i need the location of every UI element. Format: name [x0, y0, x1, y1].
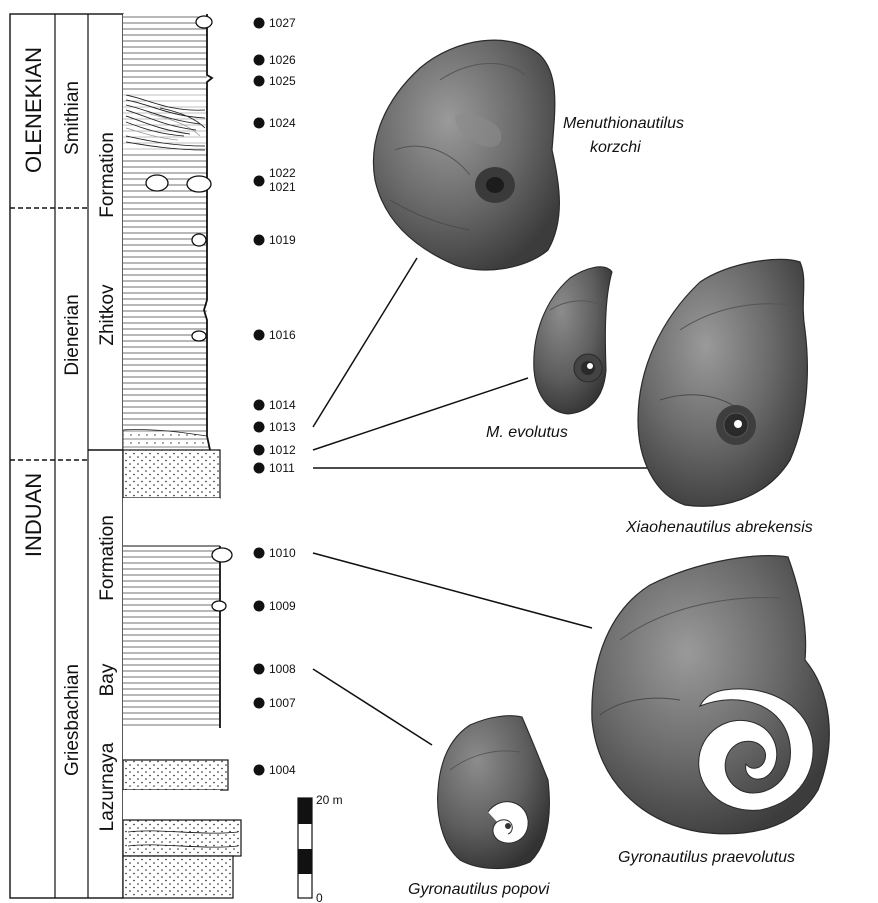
stage-label-olenekian: OLENEKIAN: [21, 47, 46, 173]
substage-label-smithian: Smithian: [62, 81, 83, 155]
formation-word-lazurnaya-bay: Bay: [97, 663, 118, 696]
species-label-menuthionautilus: Menuthionautilus: [563, 115, 684, 132]
lithologic-column: [123, 14, 241, 898]
bed-label: 1022: [269, 166, 296, 180]
bed-1012: 1012: [254, 443, 297, 457]
bed-label: 1013: [269, 420, 296, 434]
bed-label: 1026: [269, 53, 296, 67]
scale-bar: 20 m 0: [298, 793, 343, 903]
bed-1025: 1025: [254, 74, 297, 88]
bed-label: 1019: [269, 233, 296, 247]
bed-1004: 1004: [254, 763, 297, 777]
species-label-gyronautilus-praevolutus: Gyronautilus praevolutus: [618, 849, 795, 866]
bed-1024: 1024: [254, 116, 297, 130]
bed-label: 1016: [269, 328, 296, 342]
bed-1008: 1008: [254, 662, 297, 676]
bed-label: 1004: [269, 763, 296, 777]
fossil-gyronautilus-praevolutus: [592, 556, 829, 834]
bed-1016: 1016: [254, 328, 297, 342]
formation-word-lazurnaya-formation: Formation: [97, 515, 118, 601]
bed-1010: 1010: [254, 546, 297, 560]
fossil-m-evolutus: [534, 267, 612, 414]
formation-word-zhitkov: Zhitkov: [97, 284, 118, 346]
scale-bottom-label: 0: [316, 891, 323, 903]
bed-1014: 1014: [254, 398, 297, 412]
bed-label: 1008: [269, 662, 296, 676]
bed-label: 1025: [269, 74, 296, 88]
bed-1011: 1011: [254, 461, 296, 475]
bed-1009: 1009: [254, 599, 297, 613]
fossil-xiaohenautilus-abrekensis: [638, 259, 807, 506]
scale-top-label: 20 m: [316, 793, 343, 807]
bed-label: 1009: [269, 599, 296, 613]
bed-1007: 1007: [254, 696, 297, 710]
formation-word-zhitkov-formation: Formation: [97, 132, 118, 218]
bed-1019: 1019: [254, 233, 297, 247]
stage-label-induan: INDUAN: [21, 473, 46, 557]
bed-label: 1012: [269, 443, 296, 457]
species-label-korzchi: korzchi: [590, 139, 641, 156]
fossil-gyronautilus-popovi: [438, 716, 550, 869]
substage-label-dienerian: Dienerian: [62, 294, 83, 375]
bed-label: 1007: [269, 696, 296, 710]
species-label-gyronautilus-popovi: Gyronautilus popovi: [408, 881, 550, 898]
species-label-xiaohenautilus: Xiaohenautilus abrekensis: [625, 519, 813, 536]
bed-label: 1014: [269, 398, 296, 412]
fossil-menuthionautilus-korzchi: [373, 40, 559, 270]
bed-1013: 1013: [254, 420, 297, 434]
bed-label: 1021: [269, 180, 296, 194]
bed-label: 1011: [269, 461, 295, 475]
substage-label-griesbachian: Griesbachian: [62, 664, 83, 776]
bed-label: 1010: [269, 546, 296, 560]
bed-1026: 1026: [254, 53, 297, 67]
bed-label: 1024: [269, 116, 296, 130]
bed-label: 1027: [269, 16, 296, 30]
formation-word-lazurnaya: Lazurnaya: [97, 742, 118, 831]
species-label-m-evolutus: M. evolutus: [486, 424, 568, 441]
bed-1027: 1027: [254, 16, 297, 30]
